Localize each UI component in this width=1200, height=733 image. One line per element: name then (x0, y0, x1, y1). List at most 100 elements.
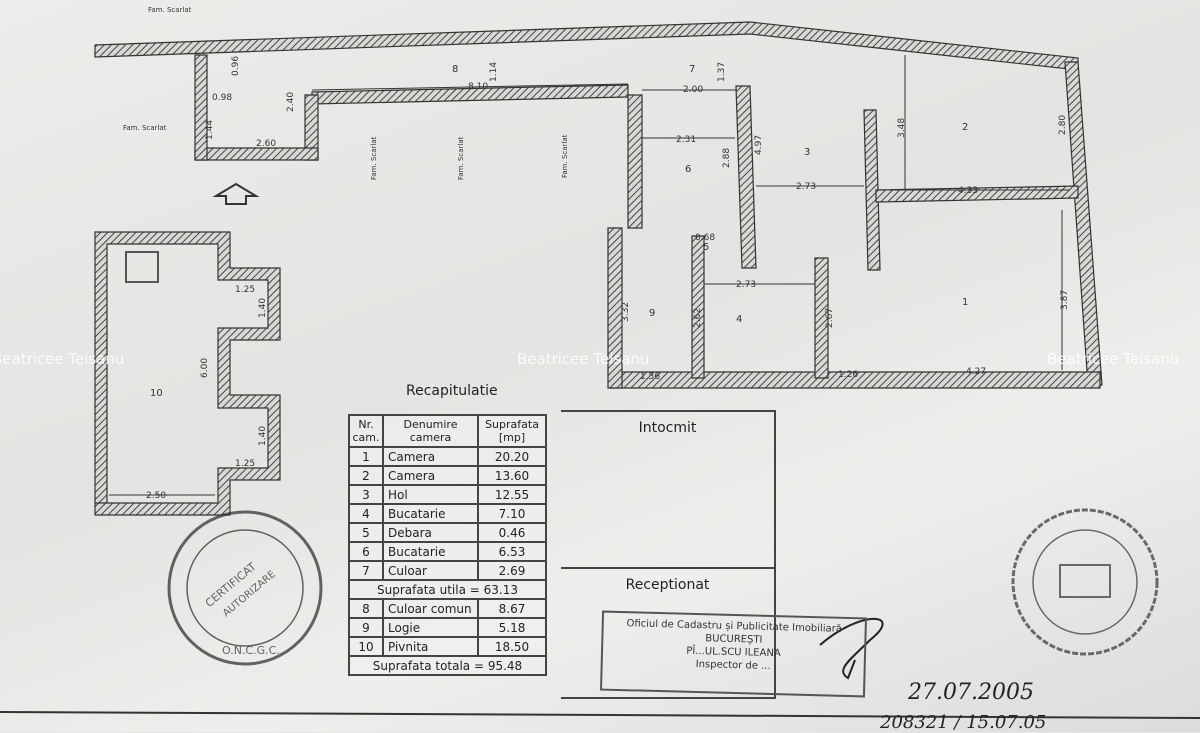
cell-area: 13.60 (477, 465, 547, 486)
left-seal: CERTIFICAT AUTORIZARE O.N.C.G.C. (167, 510, 323, 666)
dimension: 4.33 (958, 186, 978, 196)
room-labels: 1 2 3 4 5 6 7 8 9 10 (150, 64, 968, 399)
dimension: 3.48 (897, 118, 907, 138)
dimension: 1.25 (235, 459, 255, 469)
dimension: 2.73 (736, 280, 756, 290)
room-label: 9 (649, 308, 655, 319)
recap-title: Recapitulatie (406, 383, 498, 399)
dimension: 3.87 (1060, 290, 1070, 310)
cell-nr: 1 (348, 446, 384, 467)
watermark: Beatricee Teisanu (0, 350, 124, 368)
dimension: 2.62 (693, 308, 703, 328)
cell-area: 12.55 (477, 484, 547, 505)
right-seal (1011, 508, 1159, 656)
cell-nr: 10 (348, 636, 384, 657)
basement-window (125, 251, 159, 283)
dimension: 2.88 (722, 148, 732, 168)
cell-nr: 2 (348, 465, 384, 486)
room-label: 4 (736, 314, 742, 325)
cell-name: Bucatarie (382, 541, 479, 562)
cell-name: Culoar (382, 560, 479, 581)
dimension: 2.50 (146, 491, 166, 501)
dimension: 8.10 (468, 82, 488, 92)
useful-area: Suprafata utila = 63.13 (348, 579, 547, 600)
dimension: 1.44 (205, 120, 215, 140)
cell-name: Culoar comun (382, 598, 479, 619)
stair-label: Fam. Scarlat (561, 134, 569, 178)
dimension: 1.40 (258, 298, 268, 318)
cell-area: 0.46 (477, 522, 547, 543)
cell-nr: 8 (348, 598, 384, 619)
stair-label: Fam. Scarlat (123, 124, 167, 132)
dimension: 1.25 (235, 285, 255, 295)
dimensions: 0.96 0.98 1.44 2.40 2.60 1.14 8.10 1.37 … (146, 56, 1070, 501)
cell-name: Camera (382, 446, 479, 467)
dimension: 0.96 (231, 56, 241, 76)
room-label: 10 (150, 388, 163, 399)
total-area: Suprafata totala = 95.48 (348, 655, 547, 676)
walls (94, 21, 1103, 516)
ocpi-stamp: Oficiul de Cadastru și Publicitate Imobi… (599, 610, 868, 698)
cell-area: 5.18 (477, 617, 547, 638)
handwritten-ref: 208321 / 15.07.05 (880, 712, 1047, 733)
dimension: 1.56 (640, 372, 660, 382)
dimension: 2.00 (683, 85, 703, 95)
stair-label: Fam. Scarlat (370, 136, 378, 180)
signature-box: Intocmit Receptionat (561, 410, 776, 699)
header-name: Denumire camera (382, 414, 479, 448)
signature (819, 617, 884, 680)
watermark: Beatricee Teisanu (1047, 350, 1179, 368)
cell-name: Logie (382, 617, 479, 638)
dimension: 2.31 (676, 135, 696, 145)
cell-nr: 6 (348, 541, 384, 562)
cell-name: Debara (382, 522, 479, 543)
cell-name: Hol (382, 484, 479, 505)
cell-nr: 9 (348, 617, 384, 638)
dimension: 1.26 (838, 370, 858, 380)
dimension: 2.40 (286, 92, 296, 112)
cell-area: 20.20 (477, 446, 547, 467)
entrance-arrow-icon (212, 182, 260, 205)
cell-area: 8.67 (477, 598, 547, 619)
cell-area: 18.50 (477, 636, 547, 657)
dimension: 1.14 (489, 62, 499, 82)
cell-name: Camera (382, 465, 479, 486)
dimension: 2.73 (796, 182, 816, 192)
received-label: Receptionat (625, 577, 710, 593)
watermark: Beatricee Teisanu (517, 350, 649, 368)
dimension: 3.32 (621, 302, 631, 322)
dimension: 6.00 (200, 358, 210, 378)
cell-nr: 7 (348, 560, 384, 581)
room-label: 5 (703, 242, 709, 253)
svg-text:O.N.C.G.C.: O.N.C.G.C. (222, 644, 280, 657)
stair-labels: Fam. Scarlat Fam. Scarlat Fam. Scarlat F… (123, 6, 569, 180)
dimension: 0.68 (695, 233, 715, 243)
dimension: 2.67 (825, 308, 835, 328)
dimension: 4.97 (754, 135, 764, 155)
dimension: 0.98 (212, 93, 232, 103)
dimension: 2.60 (256, 139, 276, 149)
header-area: Suprafata [mp] (477, 414, 547, 448)
dimension-lines (109, 55, 1085, 496)
room-label: 1 (962, 297, 968, 308)
room-label: 7 (689, 64, 695, 75)
handwritten-date: 27.07.2005 (908, 680, 1034, 705)
cell-name: Bucatarie (382, 503, 479, 524)
cell-name: Pivnita (382, 636, 479, 657)
dimension: 2.80 (1058, 115, 1068, 135)
dimension: 4.27 (966, 367, 986, 377)
room-label: 8 (452, 64, 458, 75)
stair-label: Fam. Scarlat (457, 136, 465, 180)
dimension: 1.40 (258, 426, 268, 446)
recap-table: Nr. cam. Denumire camera Suprafata [mp] … (348, 414, 547, 676)
